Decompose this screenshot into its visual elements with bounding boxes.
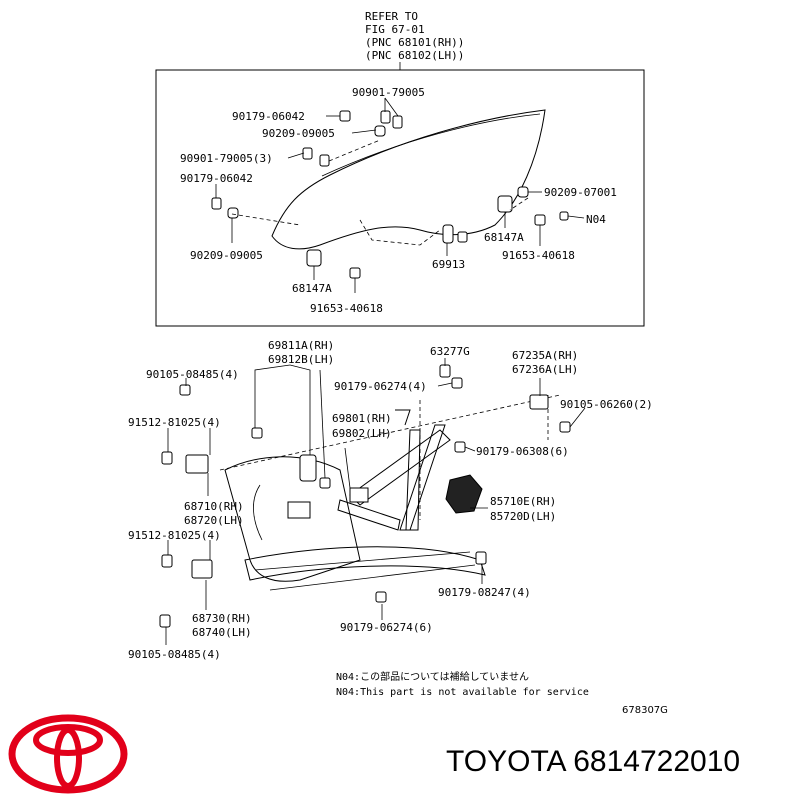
label-85710e-rh: 85710E(RH) — [490, 495, 556, 508]
label-69802-lh: 69802(LH) — [332, 427, 392, 440]
label-68710-rh: 68710(RH) — [184, 500, 244, 513]
toyota-logo — [8, 714, 128, 794]
label-90105-08485-top: 90105-08485(4) — [146, 368, 239, 381]
brand-caption: TOYOTA 6814722010 — [446, 745, 741, 778]
glass-channel — [359, 219, 441, 246]
upper-leaders — [215, 97, 585, 293]
label-90209-09005-b: 90209-09005 — [190, 249, 263, 262]
label-90179-08247: 90179-08247(4) — [438, 586, 531, 599]
label-68147a-right: 68147A — [484, 231, 524, 244]
label-90901-79005: 90901-79005 — [352, 86, 425, 99]
window-regulator — [337, 409, 483, 531]
label-90105-06260: 90105-06260(2) — [560, 398, 653, 411]
label-90179-06042-b: 90179-06042 — [180, 172, 253, 185]
label-90179-06042: 90179-06042 — [232, 110, 305, 123]
label-68740-lh: 68740(LH) — [192, 626, 252, 639]
lower-leaders — [165, 358, 586, 645]
label-67235a-rh: 67235A(RH) — [512, 349, 578, 362]
refer-note: REFER TO FIG 67-01 (PNC 68101(RH)) (PNC … — [365, 10, 464, 62]
label-68730-rh: 68730(RH) — [192, 612, 252, 625]
svg-text:FIG 67-01: FIG 67-01 — [365, 23, 425, 36]
label-69812b-lh: 69812B(LH) — [268, 353, 334, 366]
label-90179-06308: 90179-06308(6) — [476, 445, 569, 458]
svg-text:REFER TO: REFER TO — [365, 10, 418, 23]
svg-text:(PNC 68101(RH)): (PNC 68101(RH)) — [365, 36, 464, 49]
label-67236a-lh: 67236A(LH) — [512, 363, 578, 376]
notes: N04:この部品については補給していません N04:This part is n… — [336, 670, 668, 716]
svg-text:(PNC 68102(LH)): (PNC 68102(LH)) — [365, 49, 464, 62]
note-jp: N04:この部品については補給していません — [336, 670, 529, 683]
label-91653-40618-left: 91653-40618 — [310, 302, 383, 315]
glass-edge — [321, 113, 541, 177]
upper-frame — [155, 69, 645, 327]
figure-code: 678307G — [622, 705, 668, 716]
label-68147a-left: 68147A — [292, 282, 332, 295]
upper-fasteners — [211, 110, 569, 279]
lower-fasteners — [159, 364, 571, 628]
door-glass — [271, 109, 546, 250]
label-90105-08485-bottom: 90105-08485(4) — [128, 648, 221, 661]
label-91653-40618-right: 91653-40618 — [502, 249, 575, 262]
label-90179-06274-6: 90179-06274(6) — [340, 621, 433, 634]
label-90209-07001: 90209-07001 — [544, 186, 617, 199]
label-85720d-lh: 85720D(LH) — [490, 510, 556, 523]
label-69811a-rh: 69811A(RH) — [268, 339, 334, 352]
label-91512-81025-bottom: 91512-81025(4) — [128, 529, 221, 542]
label-90209-09005: 90209-09005 — [262, 127, 335, 140]
lower-part-labels: 69811A(RH) 69812B(LH) 63277G 67235A(RH) … — [128, 339, 653, 661]
label-90179-06274-4: 90179-06274(4) — [334, 380, 427, 393]
label-n04: N04 — [586, 213, 606, 226]
upper-part-labels: 90901-79005 90179-06042 90209-09005 9090… — [180, 86, 617, 315]
label-69913: 69913 — [432, 258, 465, 271]
label-90901-79005-3: 90901-79005(3) — [180, 152, 273, 165]
label-69801-rh: 69801(RH) — [332, 412, 392, 425]
label-91512-81025-top: 91512-81025(4) — [128, 416, 221, 429]
note-en: N04:This part is not available for servi… — [336, 687, 589, 698]
label-63277g: 63277G — [430, 345, 470, 358]
label-68720-lh: 68720(LH) — [184, 514, 244, 527]
